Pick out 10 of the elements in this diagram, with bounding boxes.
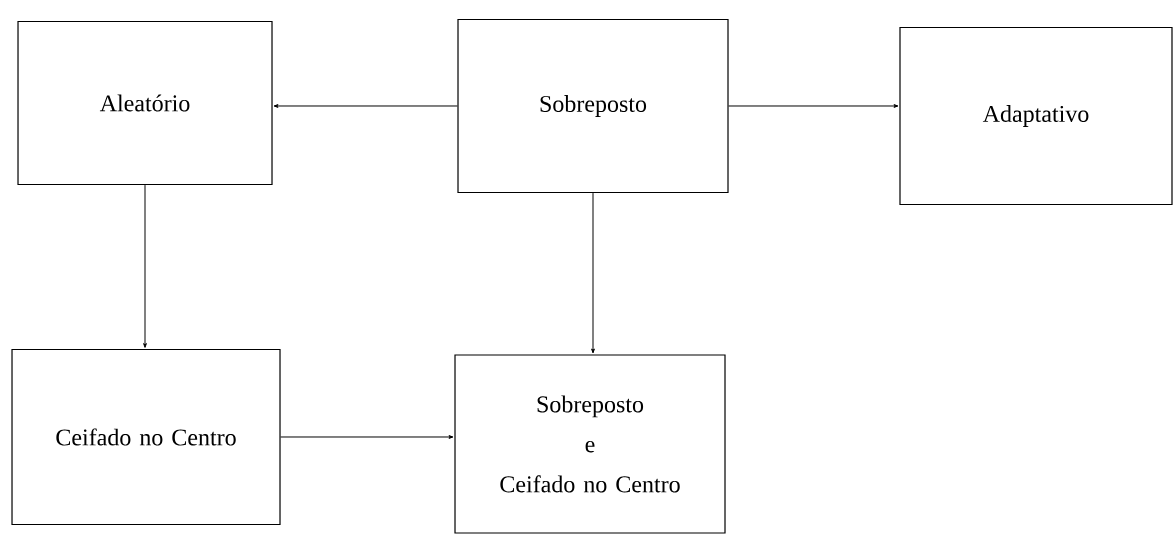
arrow: [273, 104, 458, 108]
process-box: Ceifado no Centro: [11, 348, 281, 526]
arrow: [280, 435, 454, 439]
process-box: Sobreposto e Ceifado no Centro: [454, 354, 726, 534]
process-box: Aleatório: [17, 20, 273, 186]
process-box: Sobreposto: [457, 18, 729, 194]
arrow: [143, 184, 147, 348]
arrow: [591, 192, 595, 354]
arrow: [728, 104, 899, 108]
process-box: Adaptativo: [899, 26, 1173, 206]
